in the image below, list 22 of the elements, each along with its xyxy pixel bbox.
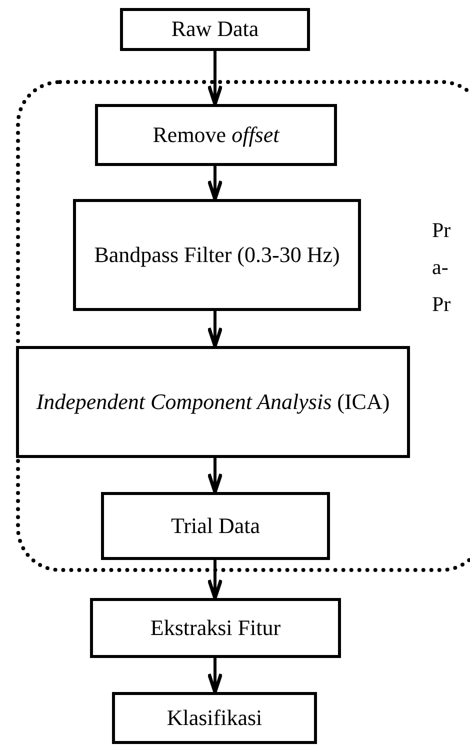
step-label: Klasifikasi: [166, 704, 262, 732]
process-box: [120, 8, 310, 51]
step-label: Raw Data: [171, 15, 259, 44]
arrow: [207, 51, 223, 106]
process-box: [16, 346, 410, 458]
process-box: [90, 598, 341, 658]
step-label: Remove offset: [152, 120, 280, 149]
process-box: [101, 492, 330, 560]
process-box: [112, 692, 317, 744]
arrow: [207, 560, 223, 600]
dotted-group-outline: [16, 80, 470, 572]
arrow: [207, 458, 223, 494]
arrow: [207, 166, 223, 201]
step-label: Ekstraksi Fitur: [150, 614, 281, 642]
step-label: Bandpass Filter (0.3-30 Hz): [94, 240, 340, 269]
arrow: [207, 658, 223, 694]
group-label: Pr a- Pr: [432, 217, 452, 318]
process-box: [73, 199, 361, 311]
step-label: Independent Component Analysis (ICA): [36, 388, 390, 416]
arrow: [207, 311, 223, 348]
process-box: [95, 104, 337, 166]
step-label: Trial Data: [170, 512, 260, 540]
